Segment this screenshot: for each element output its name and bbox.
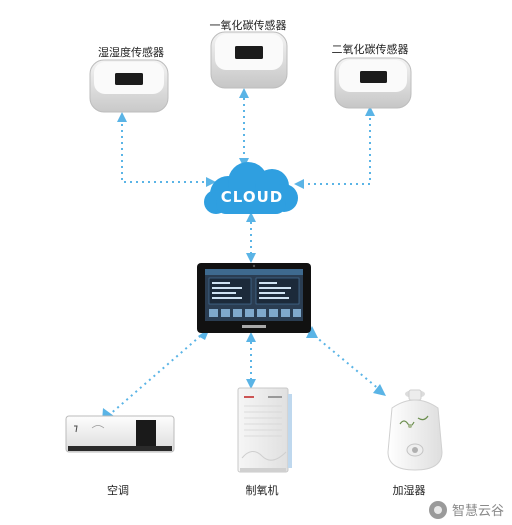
link-sensor3-cloud <box>300 112 371 185</box>
arrow-down-oxygen <box>246 379 256 389</box>
sensor-label-temp-humidity: 湿湿度传感器 <box>98 46 164 59</box>
air-conditioner <box>65 415 175 453</box>
ac-display <box>136 420 156 446</box>
sensor-label-co2: 二氧化碳传感器 <box>331 43 409 56</box>
sensor-screen <box>360 71 387 83</box>
arrow-up-sensor1 <box>117 112 127 122</box>
link-panel-humidifier <box>309 331 381 391</box>
sensor-label-co: 一氧化碳传感器 <box>209 19 287 32</box>
oxygen-machine <box>237 387 292 473</box>
sensor-screen <box>115 73 143 85</box>
arrow-up-panel-bottom <box>246 332 256 342</box>
cloud-label: CLOUD <box>221 188 283 206</box>
arrow-panel-right <box>306 326 318 338</box>
link-sensor1-cloud <box>121 118 212 183</box>
humidifier <box>387 389 443 471</box>
arrow-up-cloud-bottom <box>246 212 256 222</box>
wechat-logo-icon <box>428 500 447 519</box>
device-label-humidifier: 加湿器 <box>392 484 426 497</box>
arrow-right-cloud-left <box>206 177 216 187</box>
humidifier-knob <box>412 447 418 453</box>
device-label-ac: 空调 <box>107 484 129 497</box>
device-label-oxygen: 制氧机 <box>245 484 279 497</box>
sensor-co2 <box>334 57 412 109</box>
arrow-left-cloud-right <box>294 179 304 189</box>
sensor-co <box>210 31 288 89</box>
arrow-up-sensor3 <box>365 106 375 116</box>
cloud-icon: CLOUD <box>204 162 298 214</box>
watermark: 智慧云谷 <box>428 500 504 519</box>
link-panel-ac <box>107 331 206 417</box>
arrow-down-panel-top <box>246 253 256 263</box>
watermark-text: 智慧云谷 <box>451 504 504 519</box>
sensor-temp-humidity <box>89 59 169 113</box>
arrow-up-sensor2 <box>239 88 249 98</box>
arrow-humidifier <box>373 384 386 396</box>
control-panel <box>197 263 311 333</box>
sensor-screen <box>235 46 263 59</box>
